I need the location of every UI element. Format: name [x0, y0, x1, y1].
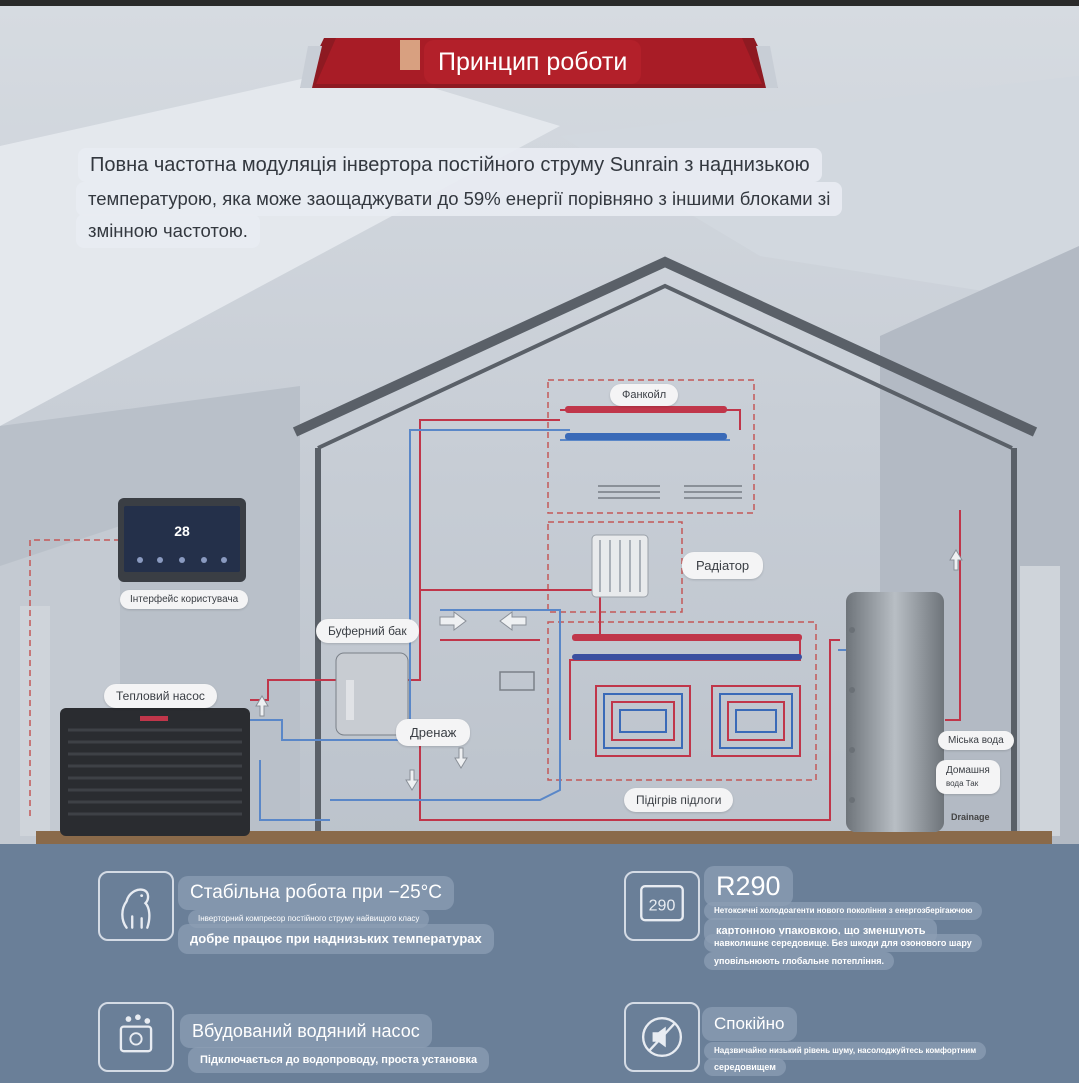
heat-pump-unit — [60, 708, 250, 836]
floor — [36, 831, 1052, 844]
return-pipe-main — [250, 429, 570, 741]
buffer-tank-unit — [335, 652, 409, 736]
drain-label: Дренаж — [396, 719, 471, 746]
feature-quiet-title: Спокійно — [702, 1007, 797, 1041]
home-water-line-1: Домашня — [946, 765, 990, 776]
user-interface-panel: 28 — [118, 498, 246, 582]
heat-pump-label: Тепловий насос — [104, 684, 217, 708]
water-cylinder-unit — [846, 592, 944, 832]
r290-icon-text: 290 — [649, 897, 676, 915]
floor-blue-header — [572, 654, 802, 660]
home-water-label: Домашня вода Так — [936, 760, 1000, 794]
fancoil-red-header — [565, 406, 727, 413]
home-water-line-2: вода Так — [946, 779, 979, 788]
top-edge-bar — [0, 0, 1079, 6]
floor-coil-left — [595, 685, 691, 757]
description-line-3: змінною частотою. — [76, 214, 260, 248]
dhw-pipe — [419, 639, 840, 821]
city-water-label: Міська вода — [938, 731, 1014, 750]
radiator-label: Радіатор — [682, 552, 764, 579]
house-roof-inner — [317, 283, 1013, 450]
screen-temp: 28 — [174, 523, 190, 539]
flow-arrow-6 — [949, 549, 963, 571]
feature-stable-subtitle: Інверторний компресор постійного струму … — [188, 910, 430, 928]
return-pipe-floor — [330, 609, 561, 801]
heating-system-diagram: 28 — [29, 256, 1052, 844]
features-panel: Стабільна робота при −25°C Інверторний к… — [0, 844, 1079, 1083]
floor-red-header — [572, 634, 802, 641]
water-pump-icon — [98, 1002, 174, 1072]
fancoil-blue-header — [565, 433, 727, 440]
feature-quiet-line-1: Надзвичайно низький рівень шуму, насолод… — [704, 1042, 987, 1060]
floor-coil-right — [711, 685, 801, 757]
radiator-zone — [547, 521, 683, 613]
city-water-pipe — [945, 510, 961, 721]
polar-bear-icon — [98, 871, 174, 941]
radiator-unit — [591, 534, 649, 598]
feature-r290-line-3: навколишнє середовище. Без шкоди для озо… — [704, 934, 982, 952]
valve-box — [499, 671, 535, 691]
description-line-2: температурою, яка може заощаджувати до 5… — [76, 182, 843, 216]
feature-r290-line-1: Нетоксичні холодоагенти нового покоління… — [704, 902, 983, 920]
floor-zone — [547, 621, 817, 781]
user-interface-label: Інтерфейс користувача — [120, 590, 249, 609]
drain-pipe — [259, 760, 330, 821]
buffer-tank-label: Буферний бак — [316, 619, 419, 643]
flow-arrow-3 — [255, 695, 269, 717]
interface-link — [29, 539, 120, 820]
flow-arrow-5 — [405, 769, 419, 791]
feature-stable-desc: добре працює при наднизьких температурах — [178, 924, 494, 954]
flow-arrow-4 — [454, 747, 468, 769]
feature-r290-line-4: уповільнюють глобальне потепління. — [704, 952, 895, 970]
fancoil-label: Фанкойл — [610, 384, 679, 406]
floor-heating-label: Підігрів підлоги — [624, 788, 734, 812]
r290-icon: 290 — [624, 871, 700, 941]
flow-arrow-1 — [439, 611, 467, 631]
feature-stable-title: Стабільна робота при −25°C — [178, 876, 455, 910]
house-roof — [292, 256, 1038, 437]
drainage-text: Drainage — [951, 812, 990, 822]
feature-pump-desc: Підключається до водопроводу, проста уст… — [188, 1047, 490, 1073]
page-title: Принцип роботи — [424, 40, 642, 84]
fancoil-zone — [547, 379, 755, 514]
feature-quiet-line-2: середовищем — [704, 1058, 786, 1076]
flow-arrow-2 — [499, 611, 527, 631]
mute-speaker-icon — [624, 1002, 700, 1072]
feature-r290-badge: R290 — [704, 866, 793, 906]
feature-pump-title: Вбудований водяний насос — [180, 1014, 432, 1048]
description-line-1: Повна частотна модуляція інвертора пості… — [78, 148, 822, 182]
